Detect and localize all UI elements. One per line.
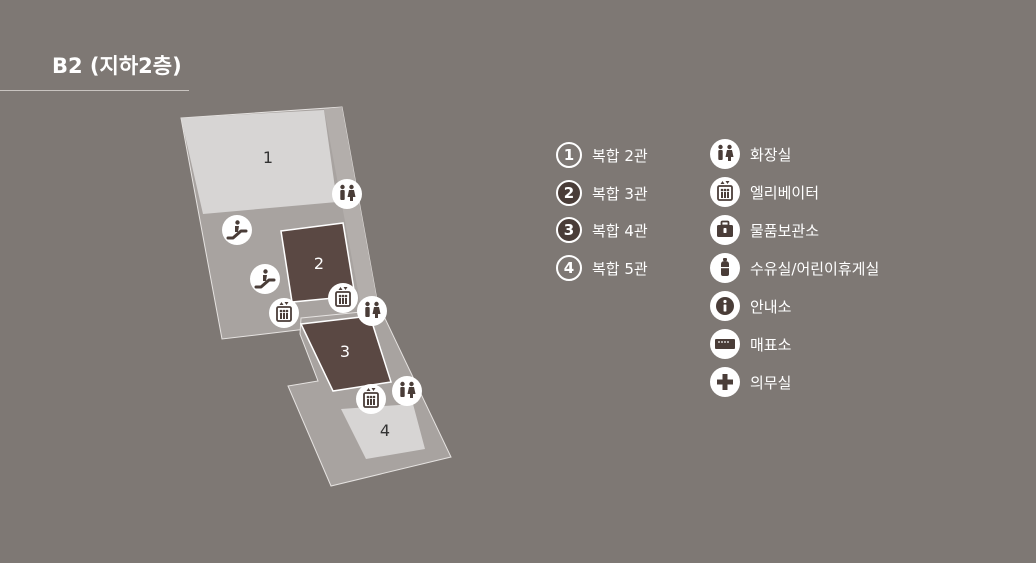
zone-1-label: 1 bbox=[263, 148, 273, 167]
facility-legend-label: 안내소 bbox=[750, 297, 792, 316]
zone-4-label: 4 bbox=[380, 421, 390, 440]
facility-legend-item[interactable]: 물품보관소 bbox=[710, 215, 819, 245]
facility-legend-label: 물품보관소 bbox=[750, 221, 820, 240]
zone-legend-item[interactable]: 1 복합 2관 bbox=[556, 140, 648, 170]
elevator-icon bbox=[710, 177, 740, 207]
facility-legend-item[interactable]: 의무실 bbox=[710, 367, 791, 397]
first-aid-icon bbox=[710, 367, 740, 397]
facility-legend-item[interactable]: 화장실 bbox=[710, 139, 791, 169]
zone-3-label: 3 bbox=[340, 342, 350, 361]
zone-number-badge: 1 bbox=[556, 142, 582, 168]
title-divider bbox=[0, 90, 189, 91]
elevator-icon[interactable] bbox=[327, 282, 359, 314]
zone-legend-item[interactable]: 2 복합 3관 bbox=[556, 178, 648, 208]
zone-legend-label: 복합 3관 bbox=[592, 184, 648, 203]
facility-legend-label: 수유실/어린이휴게실 bbox=[750, 259, 880, 278]
elevator-icon[interactable] bbox=[355, 383, 387, 415]
facility-legend-item[interactable]: 엘리베이터 bbox=[710, 177, 819, 207]
escalator-icon[interactable] bbox=[248, 262, 282, 296]
zone-legend-item[interactable]: 3 복합 4관 bbox=[556, 215, 648, 245]
nursing-room-icon bbox=[710, 253, 740, 283]
floor-title: B2 (지하2층) bbox=[52, 54, 182, 78]
facility-legend-label: 화장실 bbox=[750, 145, 792, 164]
escalator-icon[interactable] bbox=[220, 213, 254, 247]
zone-number-badge: 4 bbox=[556, 255, 582, 281]
zone-legend-label: 복합 2관 bbox=[592, 146, 648, 165]
facility-legend-label: 엘리베이터 bbox=[750, 183, 820, 202]
facility-legend-item[interactable]: 매표소 bbox=[710, 329, 791, 359]
restroom-icon bbox=[710, 139, 740, 169]
zone-number-badge: 2 bbox=[556, 180, 582, 206]
ticket-office-icon bbox=[710, 329, 740, 359]
info-icon bbox=[710, 291, 740, 321]
locker-icon bbox=[710, 215, 740, 245]
elevator-icon[interactable] bbox=[268, 297, 300, 329]
facility-legend-label: 의무실 bbox=[750, 373, 792, 392]
zone-4-area[interactable] bbox=[341, 404, 425, 459]
facility-legend-item[interactable]: 안내소 bbox=[710, 291, 791, 321]
zone-1-area[interactable] bbox=[181, 110, 337, 214]
zone-legend-label: 복합 4관 bbox=[592, 221, 648, 240]
restroom-icon[interactable] bbox=[332, 179, 362, 209]
facility-legend-label: 매표소 bbox=[750, 335, 792, 354]
restroom-icon[interactable] bbox=[392, 376, 422, 406]
zone-2-label: 2 bbox=[314, 254, 324, 273]
floor-corridor-strip bbox=[324, 107, 381, 323]
zone-legend-label: 복합 5관 bbox=[592, 259, 648, 278]
zone-legend-item[interactable]: 4 복합 5관 bbox=[556, 253, 648, 283]
zone-number-badge: 3 bbox=[556, 217, 582, 243]
zone-3-area[interactable] bbox=[299, 315, 392, 392]
facility-legend-item[interactable]: 수유실/어린이휴게실 bbox=[710, 253, 879, 283]
restroom-icon[interactable] bbox=[357, 296, 387, 326]
